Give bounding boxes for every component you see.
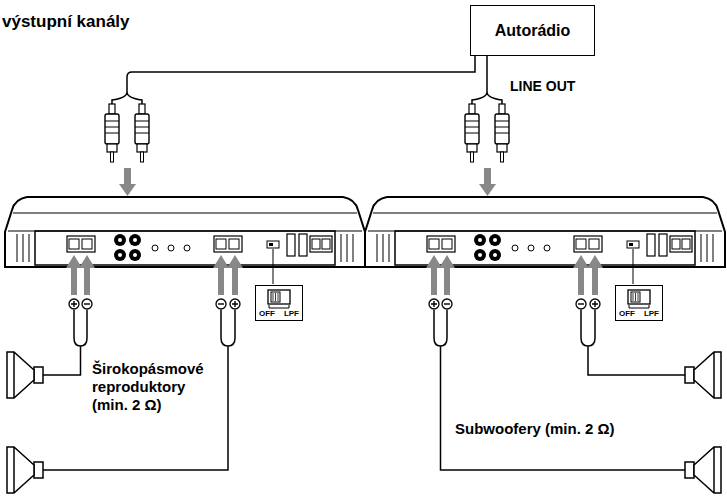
heading: výstupní kanály xyxy=(2,12,130,32)
signal-name: LINE OUT xyxy=(510,78,575,95)
radio-box: Autorádio xyxy=(470,5,595,56)
switch-callout: OFF LPF xyxy=(615,285,663,321)
switch-position: LPF xyxy=(644,310,659,318)
switch-position: OFF xyxy=(619,310,635,318)
switch-icon xyxy=(626,288,652,310)
speaker xyxy=(7,352,721,493)
polarity-symbol xyxy=(69,299,600,309)
switch-position: LPF xyxy=(284,310,299,318)
amplifier xyxy=(5,168,365,295)
speaker-label: Subwoofery (min. 2 Ω) xyxy=(455,420,615,438)
rca-plug xyxy=(105,104,509,162)
amplifier xyxy=(365,168,725,295)
switch-position: OFF xyxy=(259,310,275,318)
speaker-wire xyxy=(43,310,685,470)
rca-cable xyxy=(112,56,502,104)
switch-icon xyxy=(266,288,292,310)
switch-labels: OFF LPF xyxy=(259,310,299,318)
device-name: Autorádio xyxy=(495,22,571,40)
switch-labels: OFF LPF xyxy=(619,310,659,318)
speaker-label: Širokopásmové reproduktory (min. 2 Ω) xyxy=(92,360,224,414)
switch-callout: OFF LPF xyxy=(255,285,303,321)
